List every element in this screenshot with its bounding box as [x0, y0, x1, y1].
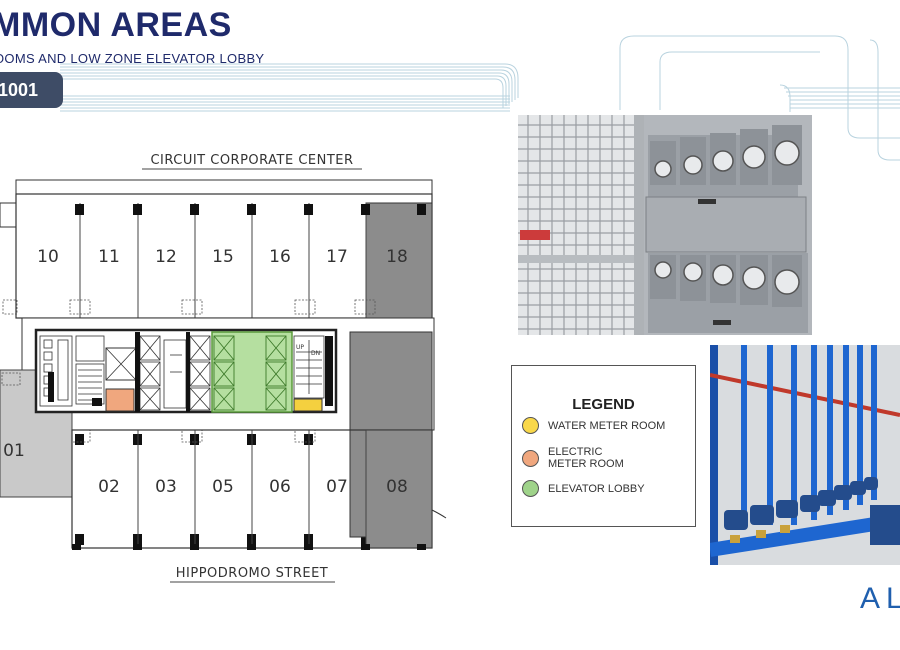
legend-item-electric-meter: ELECTRIC METER ROOM: [522, 446, 643, 470]
unit-12-label: 12: [155, 247, 177, 267]
unit-03-label: 03: [155, 477, 177, 497]
yellow-dot-icon: [522, 417, 539, 434]
floor-plan: CIRCUIT CORPORATE CENTER HIPPODROMO STRE…: [0, 140, 470, 590]
legend-box: LEGEND WATER METER ROOM ELECTRIC METER R…: [511, 365, 696, 527]
legend-title: LEGEND: [572, 396, 635, 413]
top-street-label: CIRCUIT CORPORATE CENTER: [150, 153, 353, 168]
water-meter-room: [293, 398, 323, 412]
unit-02-label: 02: [98, 477, 120, 497]
floor-tag: 1001: [0, 72, 63, 108]
legend-item-water-meter: WATER METER ROOM: [522, 417, 678, 434]
unit-07-label: 07: [326, 477, 348, 497]
unit-05-label: 05: [212, 477, 234, 497]
unit-11-label: 11: [98, 247, 120, 267]
unit-06-label: 06: [269, 477, 291, 497]
brand-logo-text: AL: [860, 582, 900, 615]
bottom-street-label: HIPPODROMO STREET: [176, 566, 328, 581]
unit-10-label: 10: [37, 247, 59, 267]
elevator-lobby: [211, 331, 293, 413]
unit-15-label: 15: [212, 247, 234, 267]
legend-item-elevator-lobby: ELEVATOR LOBBY: [522, 480, 678, 497]
electric-meter-photo: [518, 115, 812, 335]
page-title: MMON AREAS: [0, 6, 232, 44]
legend-label: ELEVATOR LOBBY: [548, 482, 645, 495]
unit-17-label: 17: [326, 247, 348, 267]
unit-18-label: 18: [386, 247, 408, 267]
legend-label: ELECTRIC METER ROOM: [548, 446, 624, 470]
unit-08-label: 08: [386, 477, 408, 497]
orange-dot-icon: [522, 449, 539, 467]
electric-meter-room: [105, 388, 135, 412]
stair-down-label: DN: [311, 350, 320, 357]
green-dot-icon: [522, 480, 539, 497]
unit-01-label: 01: [3, 441, 25, 461]
legend-label: WATER METER ROOM: [548, 419, 666, 432]
unit-16-label: 16: [269, 247, 291, 267]
stair-up-label: UP: [296, 344, 304, 351]
water-meter-photo: [710, 345, 900, 565]
page-subtitle: OOMS AND LOW ZONE ELEVATOR LOBBY: [0, 51, 265, 66]
